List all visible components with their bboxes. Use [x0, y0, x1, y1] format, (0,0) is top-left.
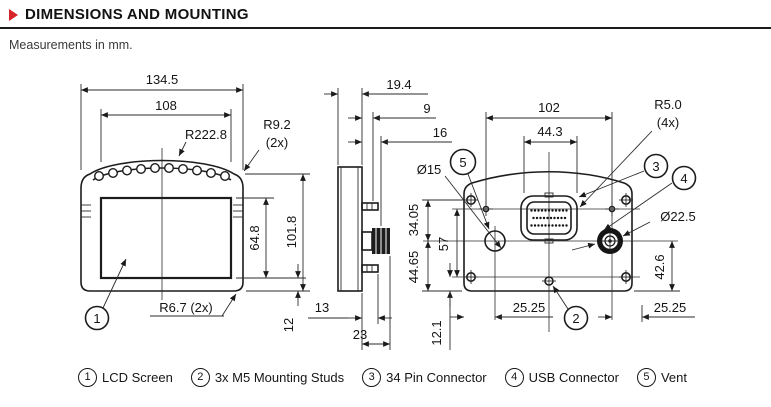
corner-screws [464, 193, 633, 284]
side-view: 19.4 9 16 13 23 [308, 77, 452, 350]
svg-text:1: 1 [93, 311, 100, 326]
usb-connector [597, 228, 623, 254]
dim-front-bottom-corner-radius: R6.7 (2x) [159, 300, 212, 315]
dim-front-screen-width: 108 [155, 98, 177, 113]
dim-back-usb-to-bottom: 42.6 [652, 254, 667, 279]
dim-back-corner-radius: R5.0 [654, 97, 681, 112]
header-rule [0, 27, 771, 29]
legend-item-pin-connector: 3 34 Pin Connector [362, 368, 487, 387]
svg-text:5: 5 [459, 155, 466, 170]
grip-ticks [81, 204, 243, 218]
svg-text:2: 2 [572, 311, 579, 326]
legend-label-5: Vent [660, 370, 687, 385]
dim-back-offset-left: 25.25 [513, 300, 546, 315]
callout-lcd-screen: 1 [84, 305, 110, 331]
dim-side-13: 13 [315, 300, 329, 315]
callout-usb-connector: 4 [671, 165, 697, 191]
legend-item-lcd-screen: 1 LCD Screen [78, 368, 173, 387]
dim-front-top-corner-radius: R9.2 [263, 117, 290, 132]
dim-back-stud-spacing: 102 [538, 100, 560, 115]
legend-item-vent: 5 Vent [636, 368, 687, 387]
page-title: DIMENSIONS AND MOUNTING [25, 6, 249, 23]
dim-back-offset-right: 25.25 [654, 300, 687, 315]
dim-back-vent-to-bottom: 44.65 [406, 251, 421, 284]
legend-num-3: 3 [362, 368, 382, 387]
dim-side-9: 9 [423, 101, 430, 116]
legend-label-2: 3x M5 Mounting Studs [214, 370, 345, 385]
vent-hole [484, 230, 506, 252]
svg-text:3: 3 [652, 159, 659, 174]
callout-mounting-studs: 2 [563, 305, 589, 331]
front-view: 134.5 108 R222.8 R9.2 (2x) 64.8 101.8 12… [80, 72, 310, 332]
dim-side-total-depth: 19.4 [386, 77, 411, 92]
dim-back-usb-diameter: Ø22.5 [660, 209, 695, 224]
callout-pin-connector: 3 [643, 153, 669, 179]
dim-front-top-corner-qty: (2x) [266, 135, 288, 150]
dim-front-screen-height: 64.8 [247, 225, 262, 250]
side-mounting-studs [361, 202, 379, 273]
legend-item-mounting-studs: 2 3x M5 Mounting Studs [190, 368, 345, 387]
mounting-studs [479, 202, 619, 286]
section-header: DIMENSIONS AND MOUNTING [0, 6, 771, 23]
dim-front-total-height: 101.8 [284, 216, 299, 249]
dim-back-connector-width: 44.3 [537, 124, 562, 139]
pin-connector-34 [520, 192, 578, 244]
dim-back-stud-rows: 57 [436, 237, 451, 251]
dim-side-16: 16 [433, 125, 447, 140]
lcd-screen [99, 196, 233, 280]
back-view: 102 44.3 R5.0 (4x) Ø15 Ø22.5 34.05 44.65… [406, 97, 697, 350]
units-note: Measurements in mm. [9, 38, 133, 52]
legend-item-usb-connector: 4 USB Connector [504, 368, 619, 387]
technical-drawing: 134.5 108 R222.8 R9.2 (2x) 64.8 101.8 12… [80, 72, 697, 350]
dim-back-stud-to-edge: 12.1 [429, 320, 444, 345]
dim-front-bottom-offset: 12 [281, 318, 296, 332]
legend-num-1: 1 [78, 368, 97, 387]
legend-label-1: LCD Screen [102, 370, 173, 385]
dim-front-total-width: 134.5 [146, 72, 179, 87]
dim-back-corner-qty: (4x) [657, 115, 679, 130]
dim-side-23: 23 [353, 327, 367, 342]
dim-front-arch-radius: R222.8 [185, 127, 227, 142]
legend-num-2: 2 [190, 368, 210, 387]
legend-label-4: USB Connector [528, 370, 619, 385]
side-connector [361, 228, 390, 254]
legend: 1 LCD Screen 2 3x M5 Mounting Studs 3 34… [78, 368, 687, 387]
dim-back-vent-to-screw: 34.05 [406, 204, 421, 237]
shift-led-row [93, 162, 230, 181]
legend-label-3: 34 Pin Connector [386, 370, 487, 385]
legend-num-4: 4 [504, 368, 524, 387]
legend-num-5: 5 [636, 368, 656, 387]
section-arrow-icon [9, 8, 18, 21]
svg-text:4: 4 [680, 171, 687, 186]
dim-back-vent-diameter: Ø15 [417, 162, 442, 177]
callout-vent: 5 [449, 148, 477, 176]
